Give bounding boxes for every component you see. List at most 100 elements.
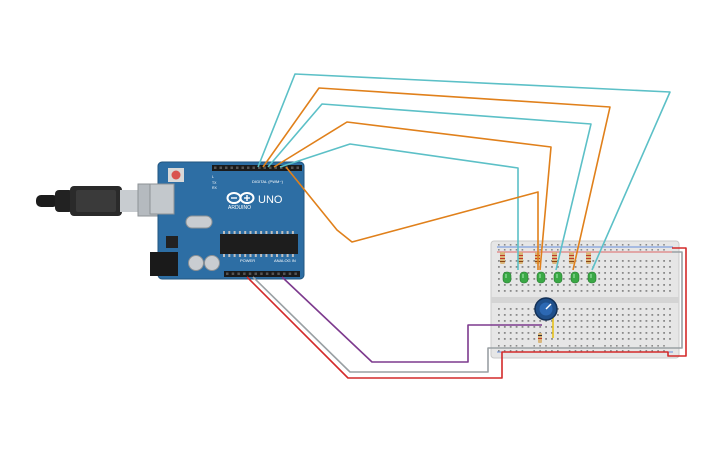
breadboard-hole[interactable] (580, 284, 583, 286)
breadboard-hole[interactable] (527, 284, 530, 286)
breadboard-hole[interactable] (657, 278, 660, 280)
rail-hole[interactable] (621, 244, 624, 246)
breadboard-hole[interactable] (627, 320, 630, 322)
header-pin[interactable] (265, 272, 269, 276)
rail-hole[interactable] (651, 249, 653, 251)
breadboard-hole[interactable] (592, 314, 595, 316)
rail-hole[interactable] (657, 244, 659, 246)
breadboard-hole[interactable] (610, 320, 612, 322)
breadboard-hole[interactable] (627, 272, 630, 274)
rail-hole[interactable] (639, 244, 642, 246)
rail-hole[interactable] (604, 345, 606, 347)
breadboard-hole[interactable] (539, 320, 542, 322)
breadboard-hole[interactable] (598, 314, 601, 316)
breadboard-hole[interactable] (586, 284, 589, 286)
breadboard-hole[interactable] (580, 332, 583, 334)
breadboard-hole[interactable] (639, 290, 642, 292)
breadboard-hole[interactable] (639, 338, 642, 340)
breadboard-hole[interactable] (498, 278, 500, 280)
led-green[interactable] (587, 271, 597, 284)
rail-hole[interactable] (557, 350, 559, 352)
breadboard-hole[interactable] (651, 332, 654, 334)
header-pin[interactable] (263, 166, 267, 170)
header-pin[interactable] (236, 166, 239, 170)
breadboard-hole[interactable] (610, 326, 612, 328)
breadboard-hole[interactable] (657, 332, 660, 334)
breadboard-hole[interactable] (580, 278, 583, 280)
rail-hole[interactable] (592, 249, 594, 251)
breadboard-hole[interactable] (574, 332, 577, 334)
rail-hole[interactable] (616, 244, 618, 246)
resistor-pot[interactable] (538, 333, 542, 343)
breadboard-hole[interactable] (604, 272, 606, 274)
resistor[interactable] (569, 252, 574, 264)
breadboard-hole[interactable] (515, 338, 518, 340)
breadboard-hole[interactable] (598, 284, 601, 286)
rail-hole[interactable] (568, 249, 571, 251)
header-pin[interactable] (277, 272, 280, 276)
header-pin[interactable] (225, 166, 228, 170)
breadboard-hole[interactable] (580, 326, 583, 328)
wire-red-power[interactable] (246, 247, 687, 379)
breadboard-hole[interactable] (515, 260, 518, 262)
breadboard-hole[interactable] (545, 272, 547, 274)
rail-hole[interactable] (533, 244, 535, 246)
rail-hole[interactable] (521, 249, 524, 251)
breadboard-hole[interactable] (621, 332, 624, 334)
breadboard-hole[interactable] (509, 314, 512, 316)
breadboard-hole[interactable] (515, 308, 518, 310)
breadboard-hole[interactable] (498, 308, 500, 310)
header-pin[interactable] (260, 272, 263, 276)
wire-orange-3[interactable] (285, 166, 539, 270)
breadboard-hole[interactable] (610, 308, 612, 310)
breadboard-hole[interactable] (639, 326, 642, 328)
breadboard-hole[interactable] (657, 314, 660, 316)
breadboard-hole[interactable] (669, 326, 671, 328)
breadboard-hole[interactable] (627, 284, 630, 286)
header-pin[interactable] (226, 272, 229, 276)
breadboard-hole[interactable] (598, 320, 601, 322)
breadboard-hole[interactable] (657, 272, 660, 274)
breadboard-hole[interactable] (616, 320, 618, 322)
breadboard-hole[interactable] (651, 338, 654, 340)
breadboard-hole[interactable] (580, 308, 583, 310)
breadboard-hole[interactable] (551, 326, 553, 328)
header-pin[interactable] (230, 166, 234, 170)
rail-hole[interactable] (592, 350, 594, 352)
rail-hole[interactable] (551, 345, 553, 347)
breadboard-hole[interactable] (598, 260, 601, 262)
breadboard-hole[interactable] (533, 314, 536, 316)
breadboard-hole[interactable] (604, 278, 606, 280)
led-group[interactable] (502, 271, 597, 284)
breadboard-hole[interactable] (639, 314, 642, 316)
breadboard-hole[interactable] (621, 266, 624, 268)
breadboard-hole[interactable] (610, 272, 612, 274)
breadboard-hole[interactable] (604, 314, 606, 316)
breadboard-hole[interactable] (610, 284, 612, 286)
breadboard-hole[interactable] (551, 338, 553, 340)
breadboard-hole[interactable] (616, 290, 618, 292)
breadboard-hole[interactable] (586, 272, 589, 274)
rail-hole[interactable] (580, 350, 583, 352)
wire-orange-1[interactable] (262, 87, 611, 271)
breadboard-hole[interactable] (657, 338, 660, 340)
breadboard-hole[interactable] (545, 266, 547, 268)
breadboard-hole[interactable] (610, 260, 612, 262)
breadboard-hole[interactable] (545, 260, 547, 262)
breadboard-hole[interactable] (586, 278, 589, 280)
rail-hole[interactable] (515, 249, 518, 251)
breadboard-hole[interactable] (574, 314, 577, 316)
breadboard-hole[interactable] (645, 278, 648, 280)
rail-hole[interactable] (515, 345, 518, 347)
breadboard-hole[interactable] (645, 320, 648, 322)
breadboard-hole[interactable] (663, 338, 665, 340)
breadboard-hole[interactable] (586, 326, 589, 328)
header-pin[interactable] (283, 272, 286, 276)
resistor[interactable] (586, 252, 591, 264)
breadboard-hole[interactable] (633, 326, 636, 328)
breadboard-hole[interactable] (498, 338, 500, 340)
breadboard-hole[interactable] (509, 272, 512, 274)
rail-hole[interactable] (592, 345, 594, 347)
breadboard-hole[interactable] (669, 332, 671, 334)
breadboard-hole[interactable] (621, 338, 624, 340)
